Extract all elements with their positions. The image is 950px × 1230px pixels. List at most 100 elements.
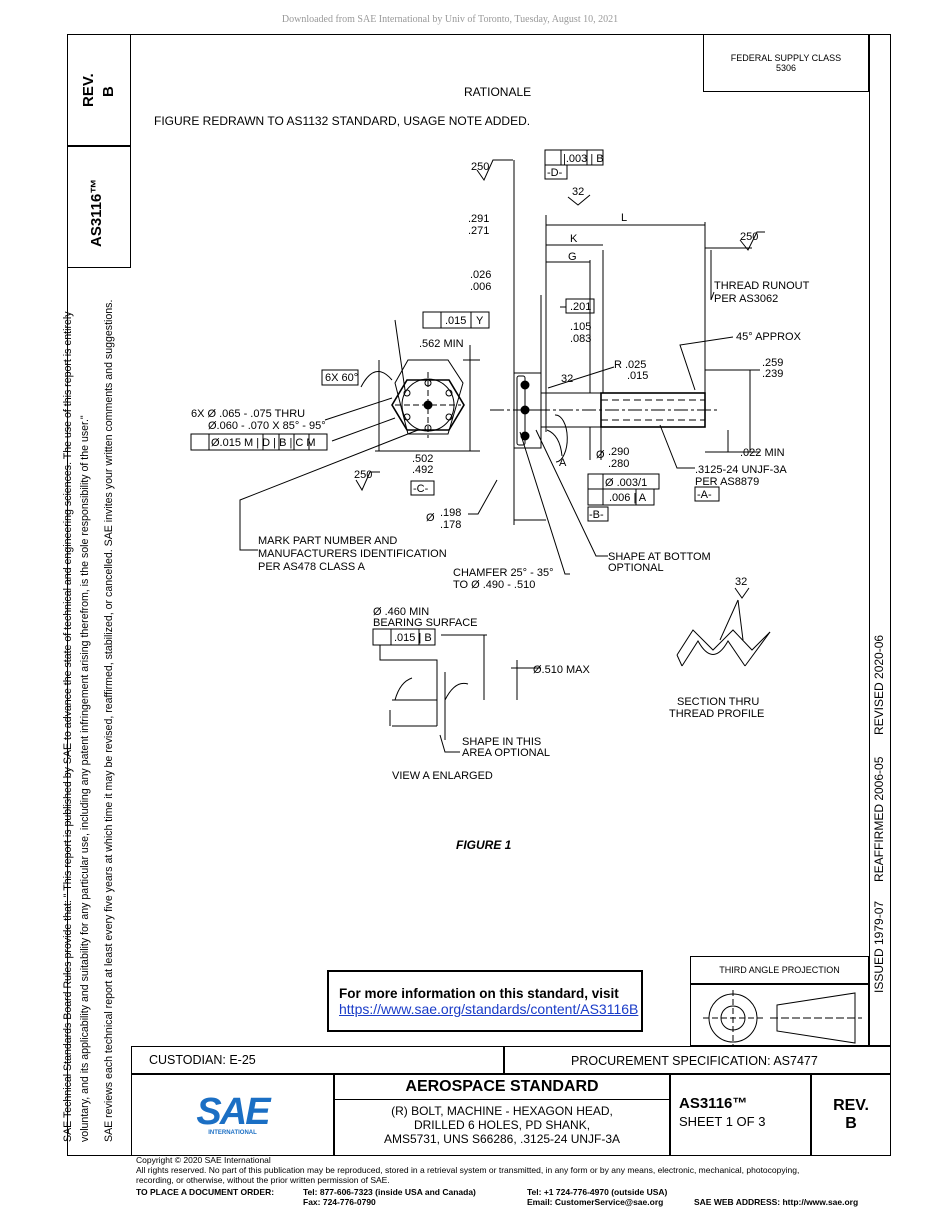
max-510: Ø.510 MAX	[533, 664, 591, 676]
surface-250-right: 250	[740, 231, 758, 243]
order-label: TO PLACE A DOCUMENT ORDER:	[136, 1187, 275, 1197]
title-line-1: (R) BOLT, MACHINE - HEXAGON HEAD,	[391, 1104, 613, 1118]
standard-link[interactable]: https://www.sae.org/standards/content/AS…	[339, 1001, 639, 1017]
federal-supply-box: FEDERAL SUPPLY CLASS 5306	[703, 34, 869, 92]
holes-note-2: Ø.060 - .070 X 85° - 95°	[208, 420, 326, 432]
dim-280: .280	[608, 458, 629, 470]
datum-b: -B-	[589, 509, 604, 521]
min-562: .562 MIN	[419, 338, 464, 350]
datum-a: -A-	[697, 489, 712, 501]
datum-d: -D-	[547, 167, 563, 179]
rationale-title: RATIONALE	[464, 85, 532, 99]
figure-caption: FIGURE 1	[456, 838, 512, 852]
doc-id: AS3116™	[679, 1095, 748, 1112]
surface-250-lower: 250	[354, 469, 372, 481]
six-x-60: 6X 60°	[325, 372, 358, 384]
section-note-2: THREAD PROFILE	[669, 708, 764, 720]
datum-c: -C-	[413, 483, 429, 495]
surface-32-section: 32	[735, 576, 747, 588]
chamfer-note-1: CHAMFER 25° - 35°	[453, 567, 554, 579]
dim-026: .026	[470, 269, 491, 281]
dim-178: .178	[440, 519, 461, 531]
rights-1: All rights reserved. No part of this pub…	[136, 1165, 800, 1175]
dim-g: G	[568, 251, 577, 263]
tel-us: Tel: 877-606-7323 (inside USA and Canada…	[303, 1187, 476, 1197]
dim-006: .006	[470, 281, 491, 293]
dim-271: .271	[468, 225, 489, 237]
right-date-column	[869, 34, 891, 1046]
dim-259: .259	[762, 357, 783, 369]
approx-45: 45° APPROX	[736, 331, 802, 343]
runout-015: .015	[445, 315, 466, 327]
dim-502: .502	[412, 453, 433, 465]
surface-32-top: 32	[572, 186, 584, 198]
dim-l: L	[621, 212, 627, 224]
mark-note-3: PER AS478 CLASS A	[258, 561, 366, 573]
federal-supply-value: 5306	[775, 63, 797, 73]
dim-083: .083	[570, 333, 591, 345]
bearing-note-1: Ø .460 MIN	[373, 606, 429, 618]
download-notice: Downloaded from SAE International by Uni…	[281, 14, 619, 25]
doc-sheet-box: AS3116™ SHEET 1 OF 3	[670, 1074, 811, 1156]
thread-runout-1: THREAD RUNOUT	[714, 280, 810, 292]
dim-492: .492	[412, 464, 433, 476]
info-box: For more information on this standard, v…	[327, 970, 643, 1032]
r-025: R .025	[614, 359, 646, 371]
title-line-3: AMS5731, UNS S66286, .3125-24 UNJF-3A	[383, 1132, 621, 1146]
thread-spec-1: .3125-24 UNJF-3A	[695, 464, 787, 476]
custodian: CUSTODIAN: E-25	[131, 1046, 504, 1074]
title-line-2: DRILLED 6 HOLES, PD SHANK,	[413, 1118, 591, 1132]
third-angle-label: THIRD ANGLE PROJECTION	[690, 956, 869, 984]
copyright: Copyright © 2020 SAE International	[136, 1155, 271, 1165]
dim-201: .201	[570, 301, 591, 313]
hex-head-face	[391, 379, 465, 431]
phi-198: Ø	[426, 512, 435, 524]
section-note-1: SECTION THRU	[677, 696, 759, 708]
dim-290: .290	[608, 446, 629, 458]
phi-290: Ø	[596, 449, 605, 461]
dim-239: .239	[762, 368, 783, 380]
procurement-spec: PROCUREMENT SPECIFICATION: AS7477	[504, 1046, 891, 1074]
rights-2: recording, or otherwise, without the pri…	[136, 1175, 390, 1185]
fax: Fax: 724-776-0790	[303, 1197, 376, 1207]
chamfer-note-2: TO Ø .490 - .510	[453, 579, 535, 591]
shape-area-1: SHAPE IN THIS	[462, 736, 541, 748]
runout-ref-y: Y	[476, 315, 484, 327]
bearing-note-2: BEARING SURFACE	[373, 617, 478, 629]
rationale-text: FIGURE REDRAWN TO AS1132 STANDARD, USAGE…	[154, 114, 531, 128]
mark-note-1: MARK PART NUMBER AND	[258, 535, 397, 547]
fcf-006: .006 | A	[609, 492, 647, 504]
rev-title-box: REV. B	[811, 1074, 891, 1156]
web-address[interactable]: SAE WEB ADDRESS: http://www.sae.org	[694, 1197, 859, 1207]
info-box-text: For more information on this standard, v…	[339, 986, 619, 1001]
view-a-enlarged: VIEW A ENLARGED	[392, 770, 493, 782]
doc-id-side-box: AS3116™	[67, 146, 131, 268]
sheet-number: SHEET 1 OF 3	[679, 1114, 766, 1129]
rev-title-label: REV.	[833, 1097, 869, 1114]
bearing-fcf: .015 | B	[394, 632, 432, 644]
third-angle-symbol	[690, 984, 869, 1046]
sae-logo: SAE INTERNATIONAL	[131, 1074, 334, 1156]
thread-spec-2: PER AS8879	[695, 476, 759, 488]
email[interactable]: Email: CustomerService@sae.org	[527, 1197, 664, 1207]
fcf-003: Ø .003/1	[605, 477, 647, 489]
thread-runout-2: PER AS3062	[714, 293, 778, 305]
shape-area-2: AREA OPTIONAL	[462, 747, 550, 759]
dim-105: .105	[570, 321, 591, 333]
title-description-box: AEROSPACE STANDARD (R) BOLT, MACHINE - H…	[334, 1074, 670, 1156]
surface-250-top: 250	[471, 161, 489, 173]
sae-logo-mark: SAE	[196, 1091, 270, 1133]
r-015: .015	[627, 370, 648, 382]
dim-291: .291	[468, 213, 489, 225]
aerospace-standard: AEROSPACE STANDARD	[405, 1078, 599, 1095]
min-022: .022 MIN	[740, 447, 785, 459]
dim-198: .198	[440, 507, 461, 519]
holes-note-1: 6X Ø .065 - .075 THRU	[191, 408, 305, 420]
sae-logo-sub: INTERNATIONAL	[208, 1130, 257, 1136]
tel-intl: Tel: +1 724-776-4970 (outside USA)	[527, 1187, 668, 1197]
dim-k: K	[570, 233, 578, 245]
shape-bottom-1: SHAPE AT BOTTOM	[608, 551, 711, 563]
datum-d-fcf: |.003 | B	[563, 153, 604, 165]
federal-supply-label: FEDERAL SUPPLY CLASS	[730, 53, 842, 63]
